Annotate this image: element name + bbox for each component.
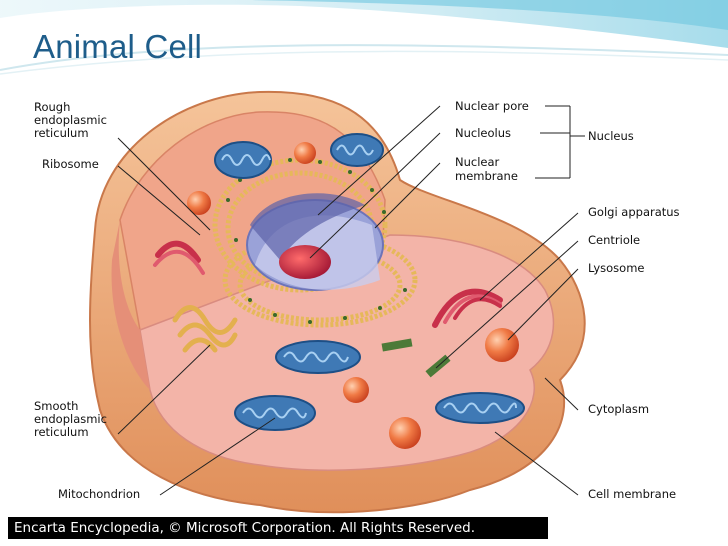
label-smooth-er-1: Smooth — [34, 399, 78, 413]
lysosomes — [187, 142, 519, 449]
label-cytoplasm: Cytoplasm — [588, 402, 649, 416]
label-rough-er-3: reticulum — [34, 126, 89, 140]
nucleolus — [279, 245, 331, 279]
label-mitochondrion: Mitochondrion — [58, 487, 140, 501]
label-smooth-er-2: endoplasmic — [34, 412, 107, 426]
label-nuclear-membrane-1: Nuclear — [455, 155, 500, 169]
label-rough-er-1: Rough — [34, 100, 70, 114]
smooth-er — [172, 305, 238, 353]
label-centriole: Centriole — [588, 233, 640, 247]
label-lysosome: Lysosome — [588, 261, 645, 275]
label-nuclear-membrane-2: membrane — [455, 169, 518, 183]
label-smooth-er-3: reticulum — [34, 425, 89, 439]
mitochondria — [214, 133, 525, 431]
label-ribosome: Ribosome — [42, 157, 99, 171]
label-golgi: Golgi apparatus — [588, 205, 680, 219]
slide-title: Animal Cell — [33, 28, 203, 65]
copyright-credit: Encarta Encyclopedia, © Microsoft Corpor… — [8, 517, 548, 539]
label-nucleolus: Nucleolus — [455, 126, 511, 140]
label-nuclear-pore: Nuclear pore — [455, 99, 529, 113]
label-cell-membrane: Cell membrane — [588, 487, 676, 501]
golgi-apparatus — [153, 240, 503, 328]
label-rough-er-2: endoplasmic — [34, 113, 107, 127]
label-nucleus: Nucleus — [588, 129, 634, 143]
header-swoosh — [0, 0, 728, 75]
